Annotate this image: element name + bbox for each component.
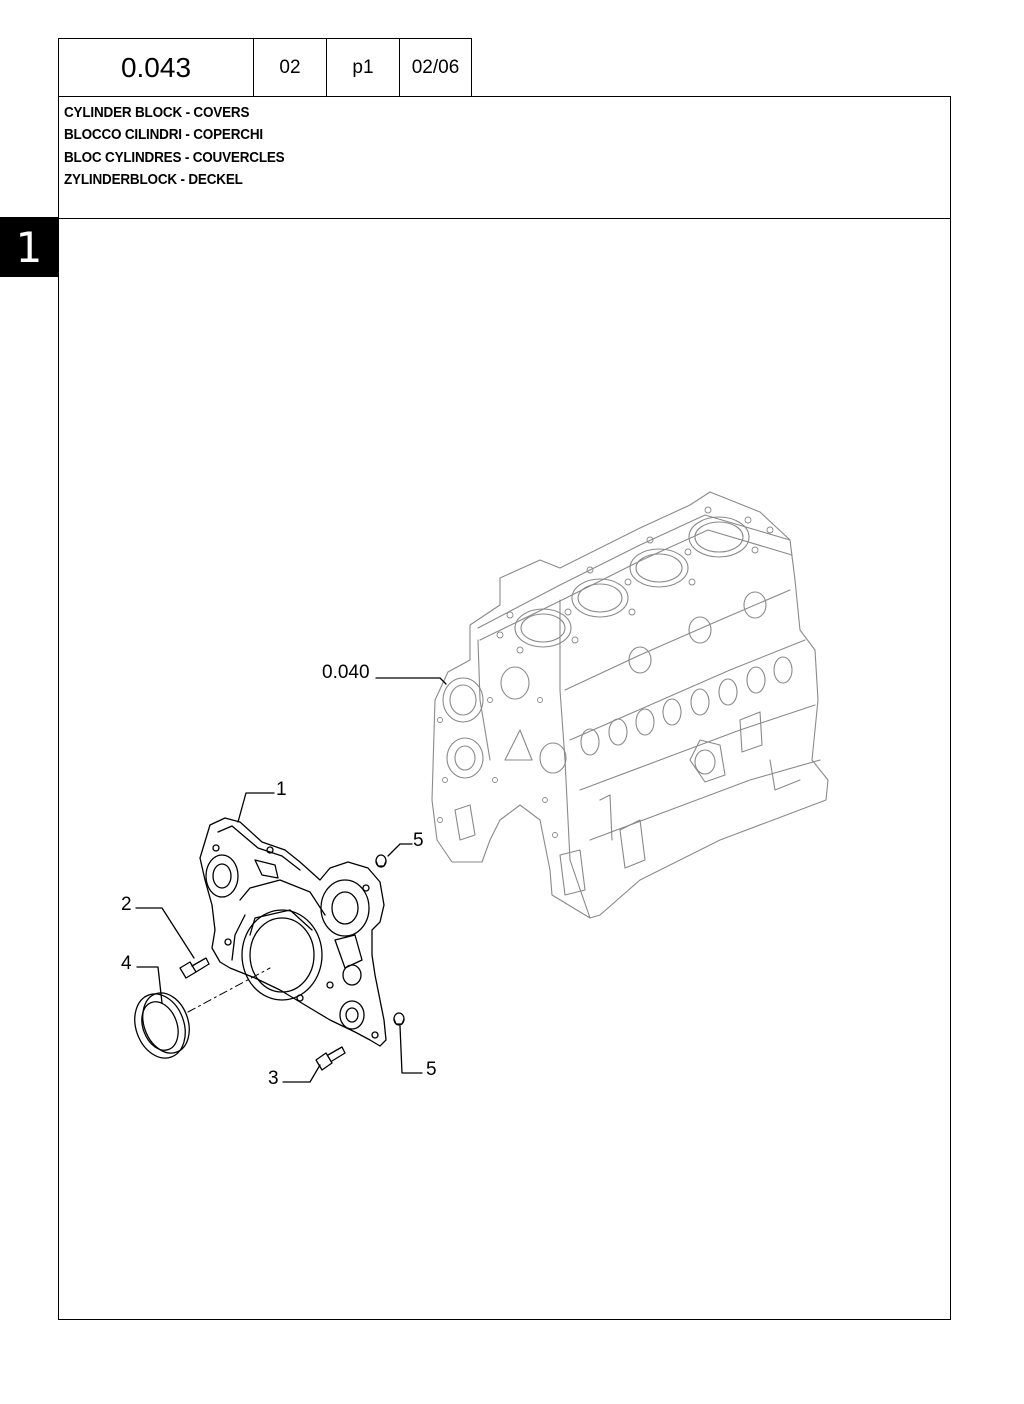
leader-lines bbox=[135, 677, 447, 1083]
callout-2: 2 bbox=[121, 894, 132, 915]
drawing-area bbox=[58, 218, 951, 1320]
title-fr: BLOC CYLINDRES - COUVERCLES bbox=[64, 149, 285, 166]
bolt-3-illustration bbox=[315, 1046, 346, 1071]
front-cover-illustration bbox=[199, 817, 387, 1047]
date-cell: 02/06 bbox=[399, 38, 472, 97]
callout-3: 3 bbox=[268, 1068, 279, 1089]
callout-5-upper: 5 bbox=[413, 830, 424, 851]
title-en: CYLINDER BLOCK - COVERS bbox=[64, 105, 250, 121]
callout-5-lower: 5 bbox=[426, 1059, 437, 1080]
callout-4: 4 bbox=[121, 953, 132, 974]
group-code: 0.043 bbox=[58, 38, 254, 97]
page-cell: p1 bbox=[326, 38, 400, 97]
cylinder-block-illustration bbox=[431, 491, 829, 919]
callout-ref-0040: 0.040 bbox=[322, 662, 370, 683]
dowel-upper-illustration bbox=[375, 854, 387, 868]
bolt-2-illustration bbox=[179, 957, 210, 979]
title-it: BLOCCO CILINDRI - COPERCHI bbox=[64, 127, 263, 144]
seal-ring-illustration bbox=[134, 992, 190, 1059]
title-de: ZYLINDERBLOCK - DECKEL bbox=[64, 171, 243, 188]
section-tab: 1 bbox=[0, 217, 58, 277]
callout-1: 1 bbox=[276, 779, 287, 800]
dowel-lower-illustration bbox=[393, 1012, 405, 1026]
